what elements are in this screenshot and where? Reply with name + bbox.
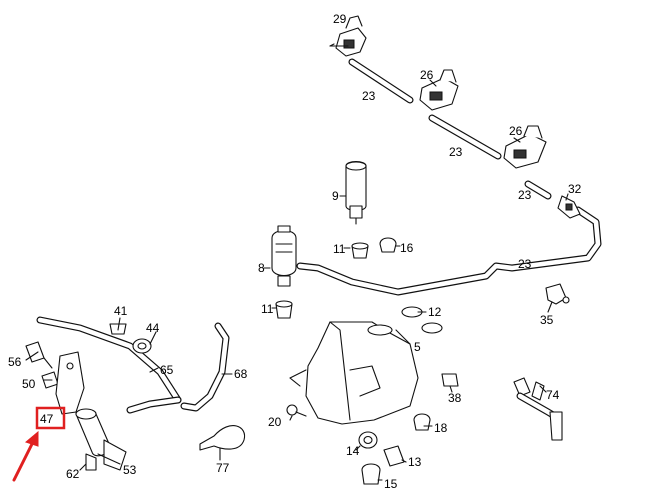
seal-14 bbox=[358, 431, 378, 449]
nozzle-26-lower bbox=[503, 125, 547, 169]
label-35: 35 bbox=[540, 313, 554, 327]
part-labels: 29 26 26 23 23 23 23 32 9 11 16 8 11 12 … bbox=[8, 12, 582, 491]
label-8: 8 bbox=[258, 261, 265, 275]
sensor-56 bbox=[25, 341, 53, 369]
grommet-44 bbox=[132, 338, 152, 354]
cap-15 bbox=[361, 463, 381, 485]
nozzle-29 bbox=[329, 15, 367, 57]
label-65: 65 bbox=[160, 363, 174, 377]
sensor-13 bbox=[383, 445, 405, 467]
grommet-62 bbox=[85, 453, 97, 471]
label-12: 12 bbox=[428, 305, 442, 319]
nozzle-26-upper bbox=[419, 69, 459, 111]
label-16: 16 bbox=[400, 241, 414, 255]
leader-lines bbox=[25, 45, 569, 481]
clip-38 bbox=[441, 373, 459, 387]
label-26b: 26 bbox=[509, 124, 523, 138]
label-5: 5 bbox=[414, 340, 421, 354]
label-68: 68 bbox=[234, 367, 248, 381]
grommet-11-lower bbox=[275, 300, 293, 319]
cable-74 bbox=[513, 377, 563, 441]
red-arrow-icon bbox=[12, 430, 39, 482]
label-11b: 11 bbox=[261, 302, 274, 316]
hose-23-upper bbox=[296, 58, 602, 296]
hose-68 bbox=[126, 322, 230, 414]
label-38: 38 bbox=[448, 391, 462, 405]
label-26a: 26 bbox=[420, 68, 434, 82]
reservoir-5 bbox=[289, 321, 419, 425]
pump-53 bbox=[75, 408, 127, 471]
label-53: 53 bbox=[123, 463, 137, 477]
label-9: 9 bbox=[332, 189, 339, 203]
label-44: 44 bbox=[146, 321, 160, 335]
label-14: 14 bbox=[346, 444, 360, 458]
cap-16 bbox=[379, 237, 397, 253]
label-18: 18 bbox=[434, 421, 448, 435]
label-13: 13 bbox=[408, 455, 422, 469]
hose-65 bbox=[36, 316, 182, 404]
connector-32 bbox=[557, 195, 581, 219]
label-20: 20 bbox=[268, 415, 282, 429]
label-74: 74 bbox=[546, 388, 560, 402]
label-23d: 23 bbox=[518, 257, 532, 271]
label-62: 62 bbox=[66, 467, 80, 481]
bracket-47 bbox=[55, 351, 85, 415]
label-32: 32 bbox=[568, 182, 582, 196]
label-77: 77 bbox=[216, 461, 230, 475]
grommet-11-upper bbox=[351, 242, 369, 259]
label-50: 50 bbox=[22, 377, 36, 391]
label-29: 29 bbox=[333, 12, 347, 26]
label-11a: 11 bbox=[333, 242, 346, 256]
label-23b: 23 bbox=[449, 145, 463, 159]
pump-9 bbox=[345, 160, 367, 225]
bracket-35 bbox=[545, 283, 570, 305]
label-23c: 23 bbox=[518, 188, 532, 202]
screw-20 bbox=[286, 404, 307, 417]
label-56: 56 bbox=[8, 355, 22, 369]
label-15: 15 bbox=[384, 477, 398, 491]
label-23a: 23 bbox=[362, 89, 376, 103]
label-41: 41 bbox=[114, 304, 128, 318]
cap-12 bbox=[401, 306, 443, 334]
highlight-box-47 bbox=[35, 406, 66, 430]
pump-8 bbox=[271, 225, 297, 287]
clamp-77 bbox=[199, 425, 246, 451]
grommet-18 bbox=[413, 413, 431, 431]
label-47: 47 bbox=[40, 412, 54, 426]
